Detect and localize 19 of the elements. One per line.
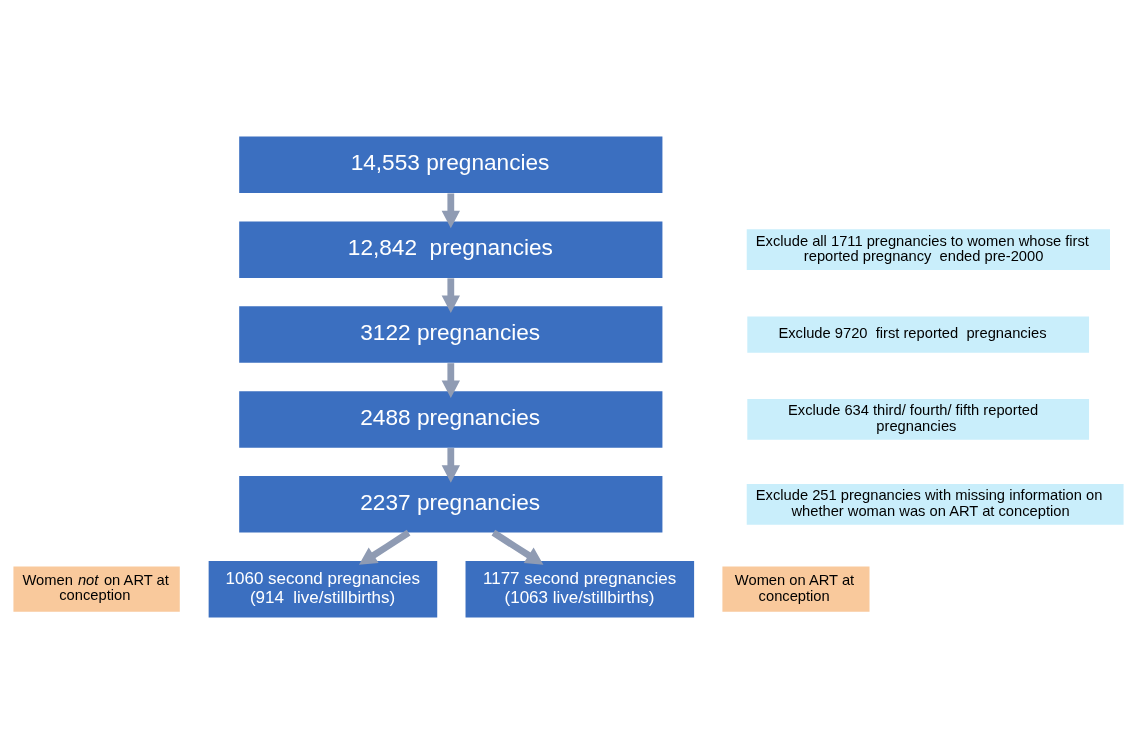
node-box: 1177 second pregnancies (1063 live/stillbirths): [465, 560, 695, 617]
node-box: 14,553 pregnancies: [239, 136, 663, 193]
node-box: 2237 pregnancies: [239, 475, 663, 533]
arrow: [441, 362, 460, 398]
arrow: [441, 192, 460, 228]
arrow: [491, 529, 544, 565]
node-box: Women not on ART at conception: [13, 566, 180, 612]
arrow: [441, 447, 460, 483]
node-box: Women on ART at conception: [722, 566, 870, 612]
node-box: Exclude 251 pregnancies with missing information on whether woman was on ART at conception: [746, 483, 1124, 525]
node-box: 1060 second pregnancies (914 live/stillbirths): [208, 560, 438, 617]
node-box: Exclude all 1711 pregnancies to women whose first reported pregnancy ended pre-2000: [746, 228, 1110, 270]
node-box: Exclude 634 third/ fourth/ fifth reported pregnancies: [747, 398, 1090, 440]
node-box: Exclude 9720 first reported pregnancies: [747, 315, 1090, 353]
node-box: 12,842 pregnancies: [239, 220, 663, 278]
arrow: [358, 529, 411, 565]
node-box: 3122 pregnancies: [239, 305, 663, 363]
node-box: 2488 pregnancies: [239, 390, 663, 448]
arrow: [441, 277, 460, 313]
